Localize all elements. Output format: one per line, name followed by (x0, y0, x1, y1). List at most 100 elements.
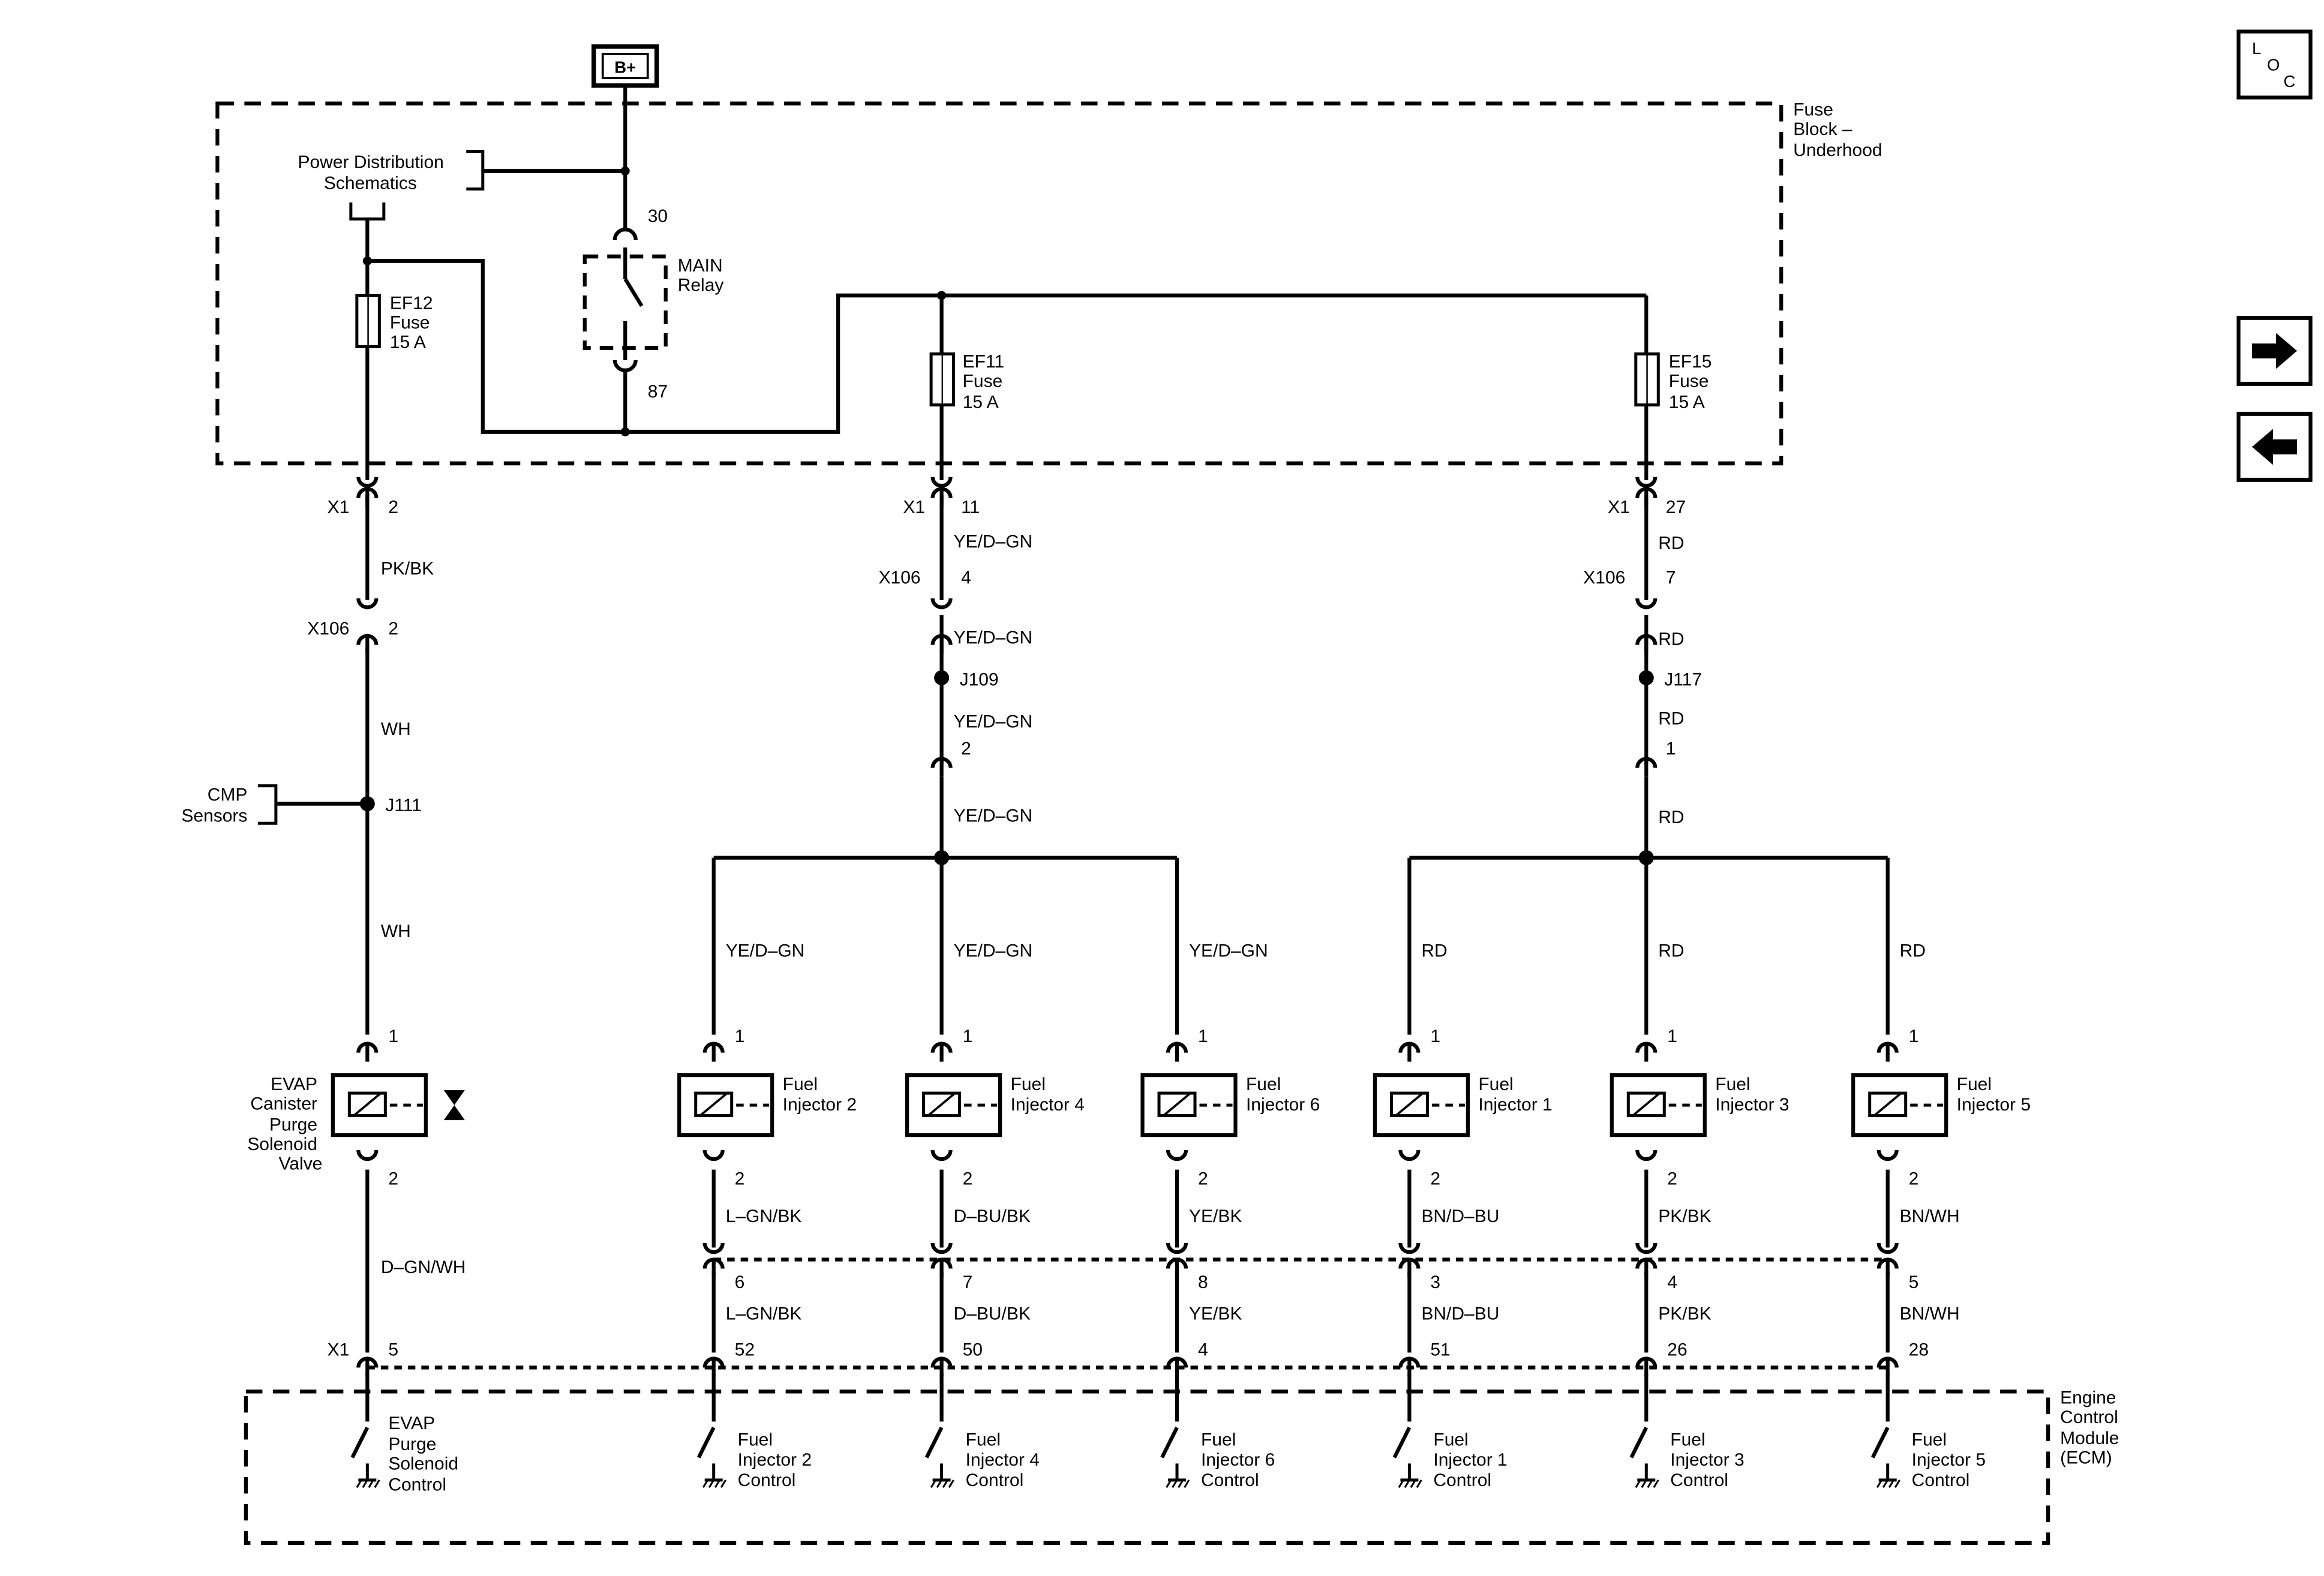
ecm-wire-label: BN/WH (1900, 1304, 1960, 1324)
fuel-injector-body (1851, 1073, 1948, 1137)
fuel-injector-body (677, 1073, 774, 1137)
svg-text:PK/BK: PK/BK (381, 559, 434, 578)
bank-b-labels: X1 27 RD X106 7 RD J117 RD 1 RD (1583, 497, 1702, 827)
ecm-low-side-driver (696, 1373, 726, 1488)
back-button[interactable] (2236, 412, 2313, 482)
ecm-pin-label: 52 (735, 1340, 755, 1360)
svg-text:RD: RD (1658, 629, 1684, 649)
injector-feed-label: YE/D–GN (954, 941, 1033, 961)
svg-text:2: 2 (388, 1169, 398, 1189)
ecm-boundary (244, 1389, 2050, 1545)
ecm-wire-label: YE/BK (1189, 1304, 1242, 1324)
svg-text:RD: RD (1658, 709, 1684, 728)
svg-text:C: C (2284, 72, 2296, 91)
injector-pin-2: 2 (1430, 1169, 1440, 1189)
injector-pin-1: 1 (1667, 1026, 1677, 1046)
battery-positive-source: B+ (591, 44, 659, 88)
component-pin-2-connector (930, 1149, 953, 1161)
harness-pin-label: 5 (1909, 1272, 1919, 1292)
component-pin-2-connector (1398, 1149, 1421, 1161)
injector-output-wire-label: PK/BK (1658, 1206, 1711, 1226)
ecm-wire-label: PK/BK (1658, 1304, 1711, 1324)
svg-text:X1: X1 (1608, 497, 1630, 517)
fuel-injector-body (1610, 1073, 1707, 1137)
svg-text:2: 2 (388, 619, 398, 638)
svg-text:D–GN/WH: D–GN/WH (381, 1257, 466, 1277)
svg-text:X106: X106 (879, 568, 921, 587)
svg-text:4: 4 (961, 568, 971, 587)
fuel-injector-body (1140, 1073, 1238, 1137)
injector-pin-2: 2 (735, 1169, 745, 1189)
ecm-low-side-driver (1629, 1373, 1659, 1488)
x106-connector (930, 598, 953, 610)
x1-connector (930, 476, 953, 488)
main-relay: 30 87 MAIN Relay (582, 206, 723, 401)
evap-labels: X1 2 PK/BK X106 2 WH J111 WH 1 2 D–GN/WH… (247, 497, 466, 1360)
component-pin-2-connector (1635, 1149, 1658, 1161)
injector-pin-1: 1 (735, 1026, 745, 1046)
fuse-block-junctions (362, 166, 947, 437)
injector-pin-2: 2 (1198, 1169, 1208, 1189)
ecm-low-side-driver (1160, 1373, 1190, 1488)
evap-purge-solenoid-valve (331, 1073, 465, 1137)
injector-pin-2: 2 (963, 1169, 973, 1189)
injector-feed-label: YE/D–GN (1189, 941, 1268, 961)
fuel-injector-body (1373, 1073, 1470, 1137)
svg-text:J109: J109 (960, 670, 999, 689)
fuse-block-wiring (365, 85, 1649, 480)
svg-text:J117: J117 (1664, 670, 1702, 689)
svg-text:30: 30 (648, 206, 668, 226)
harness-pin-label: 7 (963, 1272, 973, 1292)
fuel-injector-body (905, 1073, 1002, 1137)
svg-text:X1: X1 (328, 1340, 350, 1360)
svg-text:WH: WH (381, 921, 411, 941)
location-button[interactable]: L O C (2236, 29, 2313, 100)
ecm-low-side-driver (1870, 1373, 1900, 1488)
svg-text:11: 11 (961, 497, 980, 517)
ecm-pin-label: 28 (1909, 1340, 1929, 1360)
svg-text:L: L (2252, 39, 2261, 58)
svg-text:87: 87 (648, 382, 668, 401)
svg-text:2: 2 (961, 739, 971, 758)
x1-connector (356, 476, 379, 488)
svg-text:27: 27 (1666, 497, 1686, 517)
harness-pin-label: 3 (1430, 1272, 1440, 1292)
injector-pin-2: 2 (1909, 1169, 1919, 1189)
svg-text:7: 7 (1666, 568, 1676, 587)
svg-text:YE/D–GN: YE/D–GN (954, 628, 1033, 647)
svg-text:YE/D–GN: YE/D–GN (954, 806, 1033, 826)
forward-button[interactable] (2236, 316, 2313, 386)
arrow-left-icon (2252, 428, 2298, 465)
power-distribution-reference: Power Distribution Schematics (298, 150, 485, 221)
fuse-block-label: Fuse Block – Underhood (1793, 100, 1882, 160)
svg-text:1: 1 (1666, 739, 1676, 758)
injector-pin-1: 1 (1430, 1026, 1440, 1046)
harness-pin-label: 6 (735, 1272, 745, 1292)
injector-feed-label: YE/D–GN (726, 941, 805, 961)
ecm-pin-label: 26 (1667, 1340, 1687, 1360)
injector-output-wire-label: D–BU/BK (954, 1206, 1031, 1226)
ecm-low-side-driver (1392, 1373, 1422, 1488)
injector-feed-label: RD (1900, 941, 1926, 961)
injector-pin-2: 2 (1667, 1169, 1677, 1189)
injector-pin-1: 1 (1198, 1026, 1208, 1046)
bank-a-labels: X1 11 YE/D–GN X106 4 YE/D–GN J109 YE/D–G… (879, 497, 1033, 826)
ecm-low-side-driver (350, 1373, 380, 1488)
ecm-wire-label: L–GN/BK (726, 1304, 802, 1324)
